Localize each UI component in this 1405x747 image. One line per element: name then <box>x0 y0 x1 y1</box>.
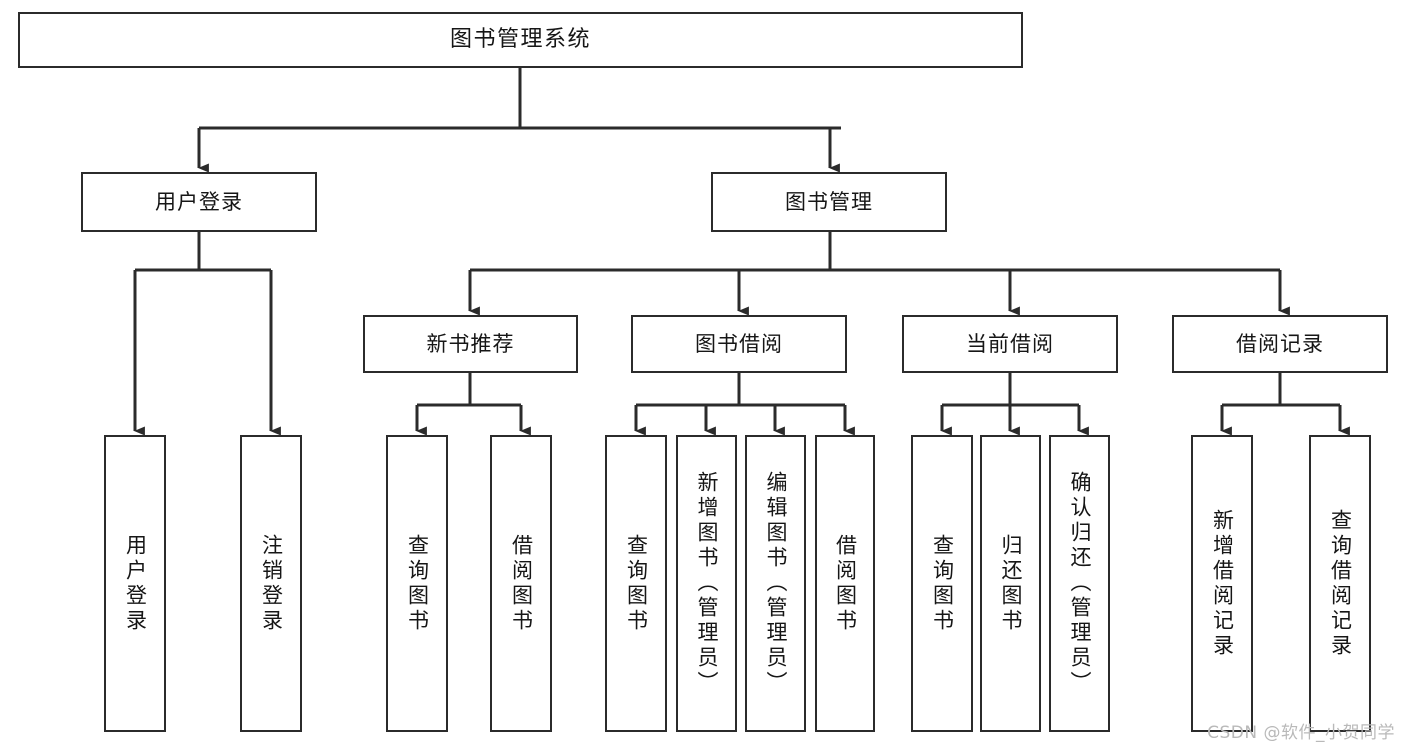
node-label: 查询图书 <box>405 533 430 634</box>
leaf-user-login-signout[interactable]: 注销登录 <box>240 435 302 732</box>
leaf-borrow-edit-book-admin[interactable]: 编辑图书（管理员） <box>745 435 806 732</box>
leaf-record-query[interactable]: 查询借阅记录 <box>1309 435 1371 732</box>
leaf-new-book-borrow[interactable]: 借阅图书 <box>490 435 552 732</box>
node-label: 借阅图书 <box>509 533 534 634</box>
node-label: 新书推荐 <box>426 331 515 356</box>
node-borrow-record[interactable]: 借阅记录 <box>1172 315 1388 373</box>
node-root-system[interactable]: 图书管理系统 <box>18 12 1023 68</box>
node-label: 编辑图书（管理员） <box>764 471 788 696</box>
node-label: 确认归还（管理员） <box>1068 471 1092 696</box>
node-label: 当前借阅 <box>966 331 1054 356</box>
node-label: 图书管理 <box>785 189 873 214</box>
node-book-borrow[interactable]: 图书借阅 <box>631 315 847 373</box>
csdn-watermark: CSDN @软件_小贺同学 <box>1207 723 1395 743</box>
node-label: 借阅记录 <box>1236 331 1324 356</box>
node-label: 用户登录 <box>123 533 148 634</box>
node-label: 归还图书 <box>999 533 1023 634</box>
node-label: 查询借阅记录 <box>1328 508 1353 659</box>
leaf-new-book-query[interactable]: 查询图书 <box>386 435 448 732</box>
node-label: 用户登录 <box>155 189 243 214</box>
node-label: 查询图书 <box>930 533 955 634</box>
leaf-borrow-query-book[interactable]: 查询图书 <box>605 435 667 732</box>
leaf-borrow-add-book-admin[interactable]: 新增图书（管理员） <box>676 435 737 732</box>
node-label: 注销登录 <box>259 533 284 634</box>
node-label: 图书管理系统 <box>449 27 591 53</box>
node-new-book-recommend[interactable]: 新书推荐 <box>363 315 578 373</box>
leaf-current-confirm-return-admin[interactable]: 确认归还（管理员） <box>1049 435 1110 732</box>
node-label: 借阅图书 <box>833 533 858 634</box>
node-label: 查询图书 <box>624 533 649 634</box>
leaf-current-return-book[interactable]: 归还图书 <box>980 435 1041 732</box>
node-label: 图书借阅 <box>695 331 783 356</box>
leaf-user-login-signin[interactable]: 用户登录 <box>104 435 166 732</box>
leaf-current-query-book[interactable]: 查询图书 <box>911 435 973 732</box>
leaf-record-add[interactable]: 新增借阅记录 <box>1191 435 1253 732</box>
node-label: 新增图书（管理员） <box>695 471 719 696</box>
leaf-borrow-borrow-book[interactable]: 借阅图书 <box>815 435 875 732</box>
node-user-login[interactable]: 用户登录 <box>81 172 317 232</box>
node-label: 新增借阅记录 <box>1210 508 1235 659</box>
node-book-management[interactable]: 图书管理 <box>711 172 947 232</box>
node-current-borrow[interactable]: 当前借阅 <box>902 315 1118 373</box>
